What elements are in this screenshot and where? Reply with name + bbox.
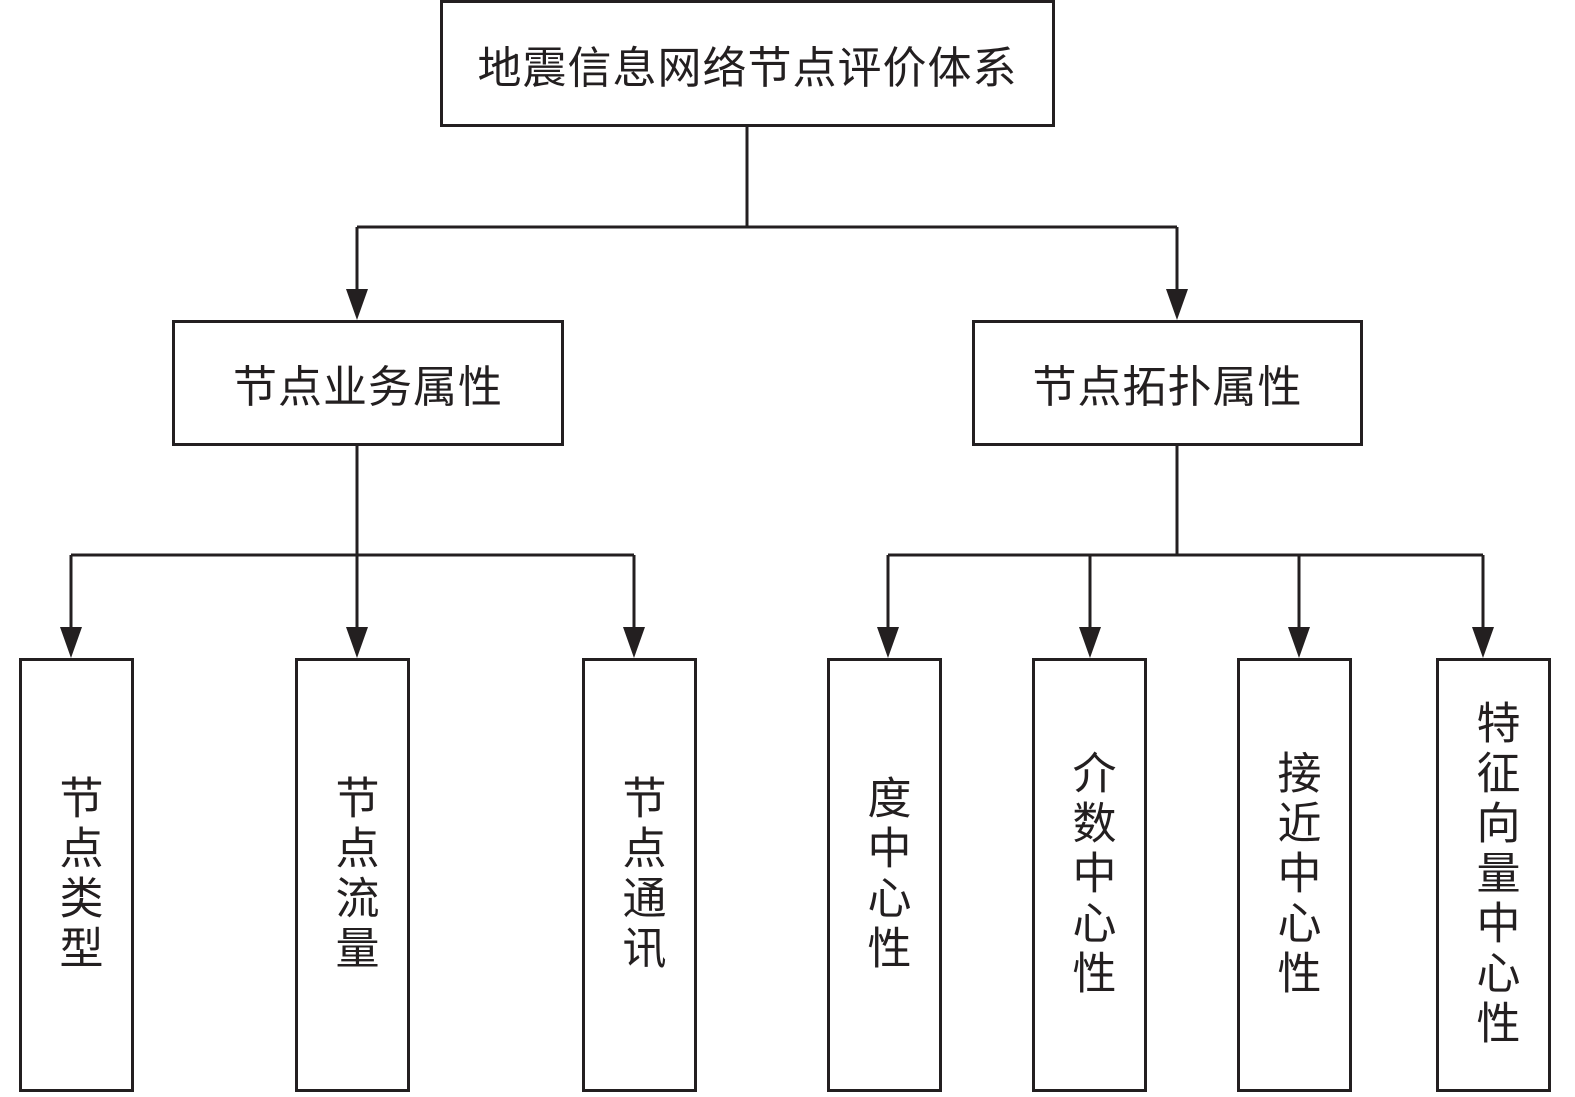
leaf-node-traffic-label: 节点流量 — [327, 775, 379, 975]
branch-node-business: 节点业务属性 — [172, 320, 564, 446]
leaf-eigenvector-centrality: 特征向量中心性 — [1436, 658, 1551, 1092]
arrowhead-leaf-7 — [1472, 627, 1494, 658]
leaf-closeness-centrality-label: 接近中心性 — [1269, 750, 1321, 1000]
arrowhead-business — [346, 289, 368, 320]
branch-node-topology: 节点拓扑属性 — [972, 320, 1363, 446]
leaf-node-traffic: 节点流量 — [295, 658, 410, 1092]
arrowhead-leaf-2 — [346, 627, 368, 658]
leaf-closeness-centrality: 接近中心性 — [1237, 658, 1352, 1092]
leaf-node-type: 节点类型 — [19, 658, 134, 1092]
leaf-betweenness-centrality: 介数中心性 — [1032, 658, 1147, 1092]
arrowhead-leaf-5 — [1079, 627, 1101, 658]
leaf-node-communication-label: 节点通讯 — [614, 775, 666, 975]
leaf-degree-centrality-label: 度中心性 — [859, 775, 911, 975]
branch-node-business-label: 节点业务属性 — [233, 362, 503, 413]
leaf-eigenvector-centrality-label: 特征向量中心性 — [1468, 700, 1520, 1050]
leaf-node-type-label: 节点类型 — [51, 775, 103, 975]
leaf-node-communication: 节点通讯 — [582, 658, 697, 1092]
root-node-label: 地震信息网络节点评价体系 — [477, 42, 1018, 94]
arrowhead-topology — [1166, 289, 1188, 320]
leaf-betweenness-centrality-label: 介数中心性 — [1064, 750, 1116, 1000]
branch-node-topology-label: 节点拓扑属性 — [1032, 362, 1303, 413]
arrowhead-leaf-4 — [877, 627, 899, 658]
leaf-degree-centrality: 度中心性 — [827, 658, 942, 1092]
root-node: 地震信息网络节点评价体系 — [440, 0, 1055, 127]
arrowhead-leaf-6 — [1288, 627, 1310, 658]
arrowhead-leaf-1 — [60, 627, 82, 658]
arrowhead-leaf-3 — [623, 627, 645, 658]
